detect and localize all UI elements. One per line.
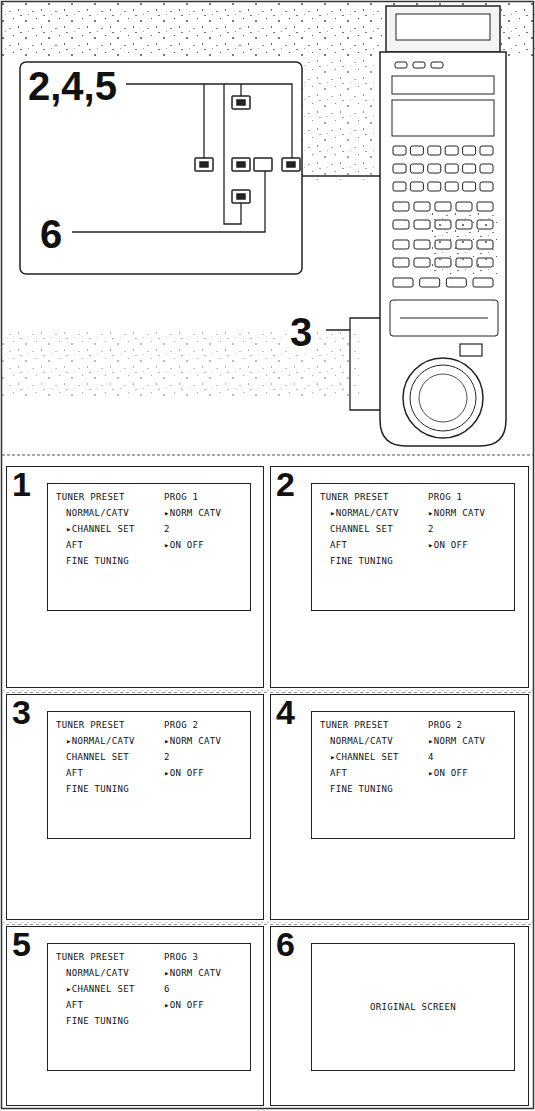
menu-text: CHANNEL SET xyxy=(56,752,160,762)
step-number: 5 xyxy=(12,927,31,961)
menu-text: NORMAL/CATV xyxy=(320,736,424,746)
menu-text: AFT xyxy=(320,540,424,550)
separator-band xyxy=(2,921,533,925)
menu-text: FINE TUNING xyxy=(56,556,242,566)
menu-text: TUNER PRESET xyxy=(320,492,424,502)
remote-control xyxy=(380,6,506,446)
menu-text: AFT xyxy=(56,1000,160,1010)
print-texture xyxy=(300,60,375,180)
menu-text: PROG 1 xyxy=(164,492,242,502)
step-number: 4 xyxy=(276,695,295,729)
screen-panel: 3TUNER PRESET PROG 2 ▸NORMAL/CATV ▸NORM CAT… xyxy=(6,694,264,920)
menu-text: ▸CHANNEL SET xyxy=(320,752,424,762)
menu-text: 2 xyxy=(164,752,242,762)
screen-panel: 5TUNER PRESET PROG 3 NORMAL/CATV ▸NORM CATV… xyxy=(6,926,264,1106)
menu-text: NORMAL/CATV xyxy=(56,508,160,518)
cursor-buttons xyxy=(195,96,300,203)
menu-text: FINE TUNING xyxy=(320,556,506,566)
osd-screen: ORIGINAL SCREEN xyxy=(311,943,515,1071)
menu-text: 2 xyxy=(164,524,242,534)
menu-text: PROG 2 xyxy=(428,720,506,730)
step-number: 6 xyxy=(276,927,295,961)
menu-text: 6 xyxy=(164,984,242,994)
menu-text: 4 xyxy=(428,752,506,762)
menu-text: ▸NORM CATV xyxy=(164,508,242,518)
osd-screen: TUNER PRESET PROG 2 NORMAL/CATV ▸NORM CATV ▸… xyxy=(311,711,515,839)
step-number: 1 xyxy=(12,467,31,501)
menu-text: ▸NORMAL/CATV xyxy=(320,508,424,518)
menu-text: ▸NORM CATV xyxy=(428,508,506,518)
osd-screen: TUNER PRESET PROG 1 ▸NORMAL/CATV ▸NORM CATV… xyxy=(311,483,515,611)
separator-band xyxy=(2,689,533,693)
screen-panel: 4TUNER PRESETPROG 2NORMAL/CATV▸NORM CATV… xyxy=(270,694,529,920)
menu-text: ▸NORM CATV xyxy=(164,968,242,978)
menu-text: ▸CHANNEL SET xyxy=(56,984,160,994)
menu-text: AFT xyxy=(56,540,160,550)
menu-text: TUNER PRESET xyxy=(56,492,160,502)
menu-text: NORMAL/CATV xyxy=(56,968,160,978)
menu-text: TUNER PRESET xyxy=(56,720,160,730)
menu-text: ▸CHANNEL SET xyxy=(56,524,160,534)
callout-number: 6 xyxy=(38,214,64,254)
menu-text: ▸NORM CATV xyxy=(428,736,506,746)
step-number: 3 xyxy=(12,695,31,729)
menu-text: AFT xyxy=(320,768,424,778)
print-texture xyxy=(0,0,535,60)
inset-frame xyxy=(20,62,302,274)
menu-text: ▸NORMAL/CATV xyxy=(56,736,160,746)
menu-text: TUNER PRESET xyxy=(320,720,424,730)
separator xyxy=(2,455,533,456)
menu-text: 2 xyxy=(428,524,506,534)
callout-number: 3 xyxy=(288,312,314,352)
screen-panel: 6ORIGINAL SCREEN xyxy=(270,926,529,1106)
osd-screen: TUNER PRESET PROG 3 NORMAL/CATV ▸NORM CATV ▸… xyxy=(47,943,251,1071)
print-texture xyxy=(428,210,498,274)
menu-text: PROG 3 xyxy=(164,952,242,962)
menu-text: AFT xyxy=(56,768,160,778)
screen-panel: 1TUNER PRESET PROG 1 NORMAL/CATV ▸NORM CATV… xyxy=(6,466,264,688)
menu-text: FINE TUNING xyxy=(56,1016,242,1026)
menu-text: PROG 1 xyxy=(428,492,506,502)
menu-text: ▸ON OFF xyxy=(428,768,506,778)
osd-screen: TUNER PRESET PROG 2 ▸NORMAL/CATV ▸NORM CATV… xyxy=(47,711,251,839)
menu-text: FINE TUNING xyxy=(56,784,242,794)
menu-text: TUNER PRESET xyxy=(56,952,160,962)
step-number: 2 xyxy=(276,467,295,501)
menu-text: ▸ON OFF xyxy=(428,540,506,550)
callout-number: 2,4,5 xyxy=(26,66,119,106)
menu-text: ▸ON OFF xyxy=(164,768,242,778)
menu-text: ▸ON OFF xyxy=(164,1000,242,1010)
menu-text: CHANNEL SET xyxy=(320,524,424,534)
screen-panel: 2TUNER PRESETPROG 1▸NORMAL/CATV▸NORM CAT… xyxy=(270,466,529,688)
menu-text: ▸ON OFF xyxy=(164,540,242,550)
menu-text: FINE TUNING xyxy=(320,784,506,794)
osd-screen: TUNER PRESET PROG 1 NORMAL/CATV ▸NORM CATV ▸… xyxy=(47,483,251,611)
menu-text: ▸NORM CATV xyxy=(164,736,242,746)
menu-text: PROG 2 xyxy=(164,720,242,730)
screen-message: ORIGINAL SCREEN xyxy=(370,1002,456,1012)
